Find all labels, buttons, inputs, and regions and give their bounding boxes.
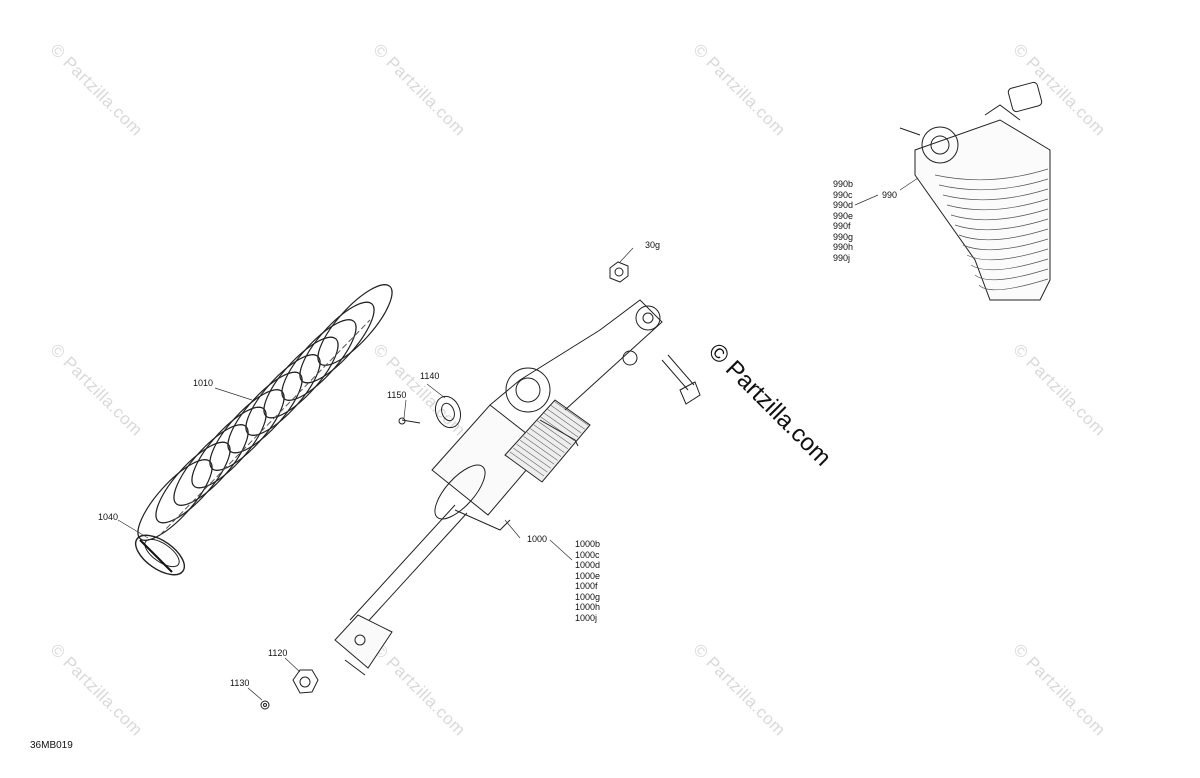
variant-list-1000: 1000b 1000c 1000d 1000e 1000f 1000g 1000… [575, 539, 600, 623]
variant-label: 1000e [575, 570, 601, 581]
spring-coil [934, 168, 1049, 181]
reservoir-rib [516, 443, 551, 469]
variant-label: 990f [833, 221, 851, 231]
spring-coil [954, 218, 1049, 231]
reservoir-rib [523, 436, 558, 461]
variant-label: 990b [833, 179, 854, 189]
variant-label: 1000f [575, 581, 598, 591]
adjuster-knob-1120 [292, 669, 319, 694]
spring-coil [299, 301, 375, 384]
spring-coil [978, 278, 1049, 291]
callout-1120: 1120 [268, 648, 288, 658]
bolt [661, 354, 701, 405]
spring-coil [942, 188, 1049, 201]
spring-coil [938, 178, 1049, 191]
spring-coil [209, 389, 285, 471]
variant-label: 990h [833, 242, 854, 252]
variant-list-990: 990b 990c 990d 990e 990f 990g 990h 990j [833, 179, 853, 263]
callout-1010: 1010 [193, 378, 214, 388]
reservoir-rib [520, 440, 555, 465]
reservoir-rib [547, 408, 582, 434]
variant-label: 1000g [575, 591, 601, 602]
variant-label: 1000b [575, 539, 601, 549]
reservoir-rib [550, 404, 585, 430]
nut-30g [609, 261, 629, 283]
shock-absorber-990 [899, 81, 1051, 301]
reservoir-rib [533, 424, 568, 449]
variant-label: 1000d [575, 560, 601, 570]
coil-spring-1010 [137, 284, 393, 541]
spring-coil [155, 441, 231, 524]
adjuster-knob-1140 [434, 395, 462, 429]
reservoir-rib [554, 401, 589, 426]
diagram-code: 36MB019 [30, 740, 73, 751]
spring-coil [966, 248, 1049, 261]
reservoir-rib [526, 432, 562, 457]
callout-990: 990 [882, 190, 898, 200]
callout-1150: 1150 [387, 390, 407, 400]
reservoir-rib [537, 420, 572, 446]
variant-label: 1000j [575, 612, 598, 623]
callout-1000: 1000 [527, 534, 548, 544]
reservoir-rib [509, 451, 545, 477]
callout-1040: 1040 [98, 512, 119, 522]
callout-1130: 1130 [230, 678, 250, 688]
screw-1150 [398, 417, 421, 425]
spring-coil [173, 424, 249, 506]
spring-coil [227, 371, 303, 454]
screw-1130 [260, 700, 270, 710]
spring-coil [281, 319, 357, 401]
reservoir-rib [513, 447, 548, 473]
variant-label: 990e [833, 210, 854, 221]
callout-1140: 1140 [420, 371, 440, 381]
variant-label: 1000h [575, 602, 601, 612]
variant-label: 990g [833, 231, 854, 242]
callout-30g: 30g [645, 240, 661, 250]
variant-label: 990c [833, 189, 853, 200]
spring-coil [950, 208, 1049, 221]
spring-seat-1040 [134, 534, 186, 576]
variant-label: 990j [833, 252, 851, 263]
spring-coil [263, 336, 339, 419]
spring-coil [958, 228, 1049, 241]
reservoir-rib [530, 428, 565, 453]
variant-label: 1000c [575, 549, 600, 560]
reservoir-rib [543, 412, 579, 438]
spring-coil [970, 258, 1049, 271]
spring-coil [962, 238, 1049, 251]
shock-absorber-1000 [334, 299, 663, 676]
spring-coil [245, 354, 321, 436]
spring-coil [946, 198, 1049, 211]
variant-label: 990d [833, 200, 854, 210]
spring-coil [317, 284, 393, 366]
spring-coil [974, 268, 1049, 281]
spring-coil [191, 406, 267, 489]
